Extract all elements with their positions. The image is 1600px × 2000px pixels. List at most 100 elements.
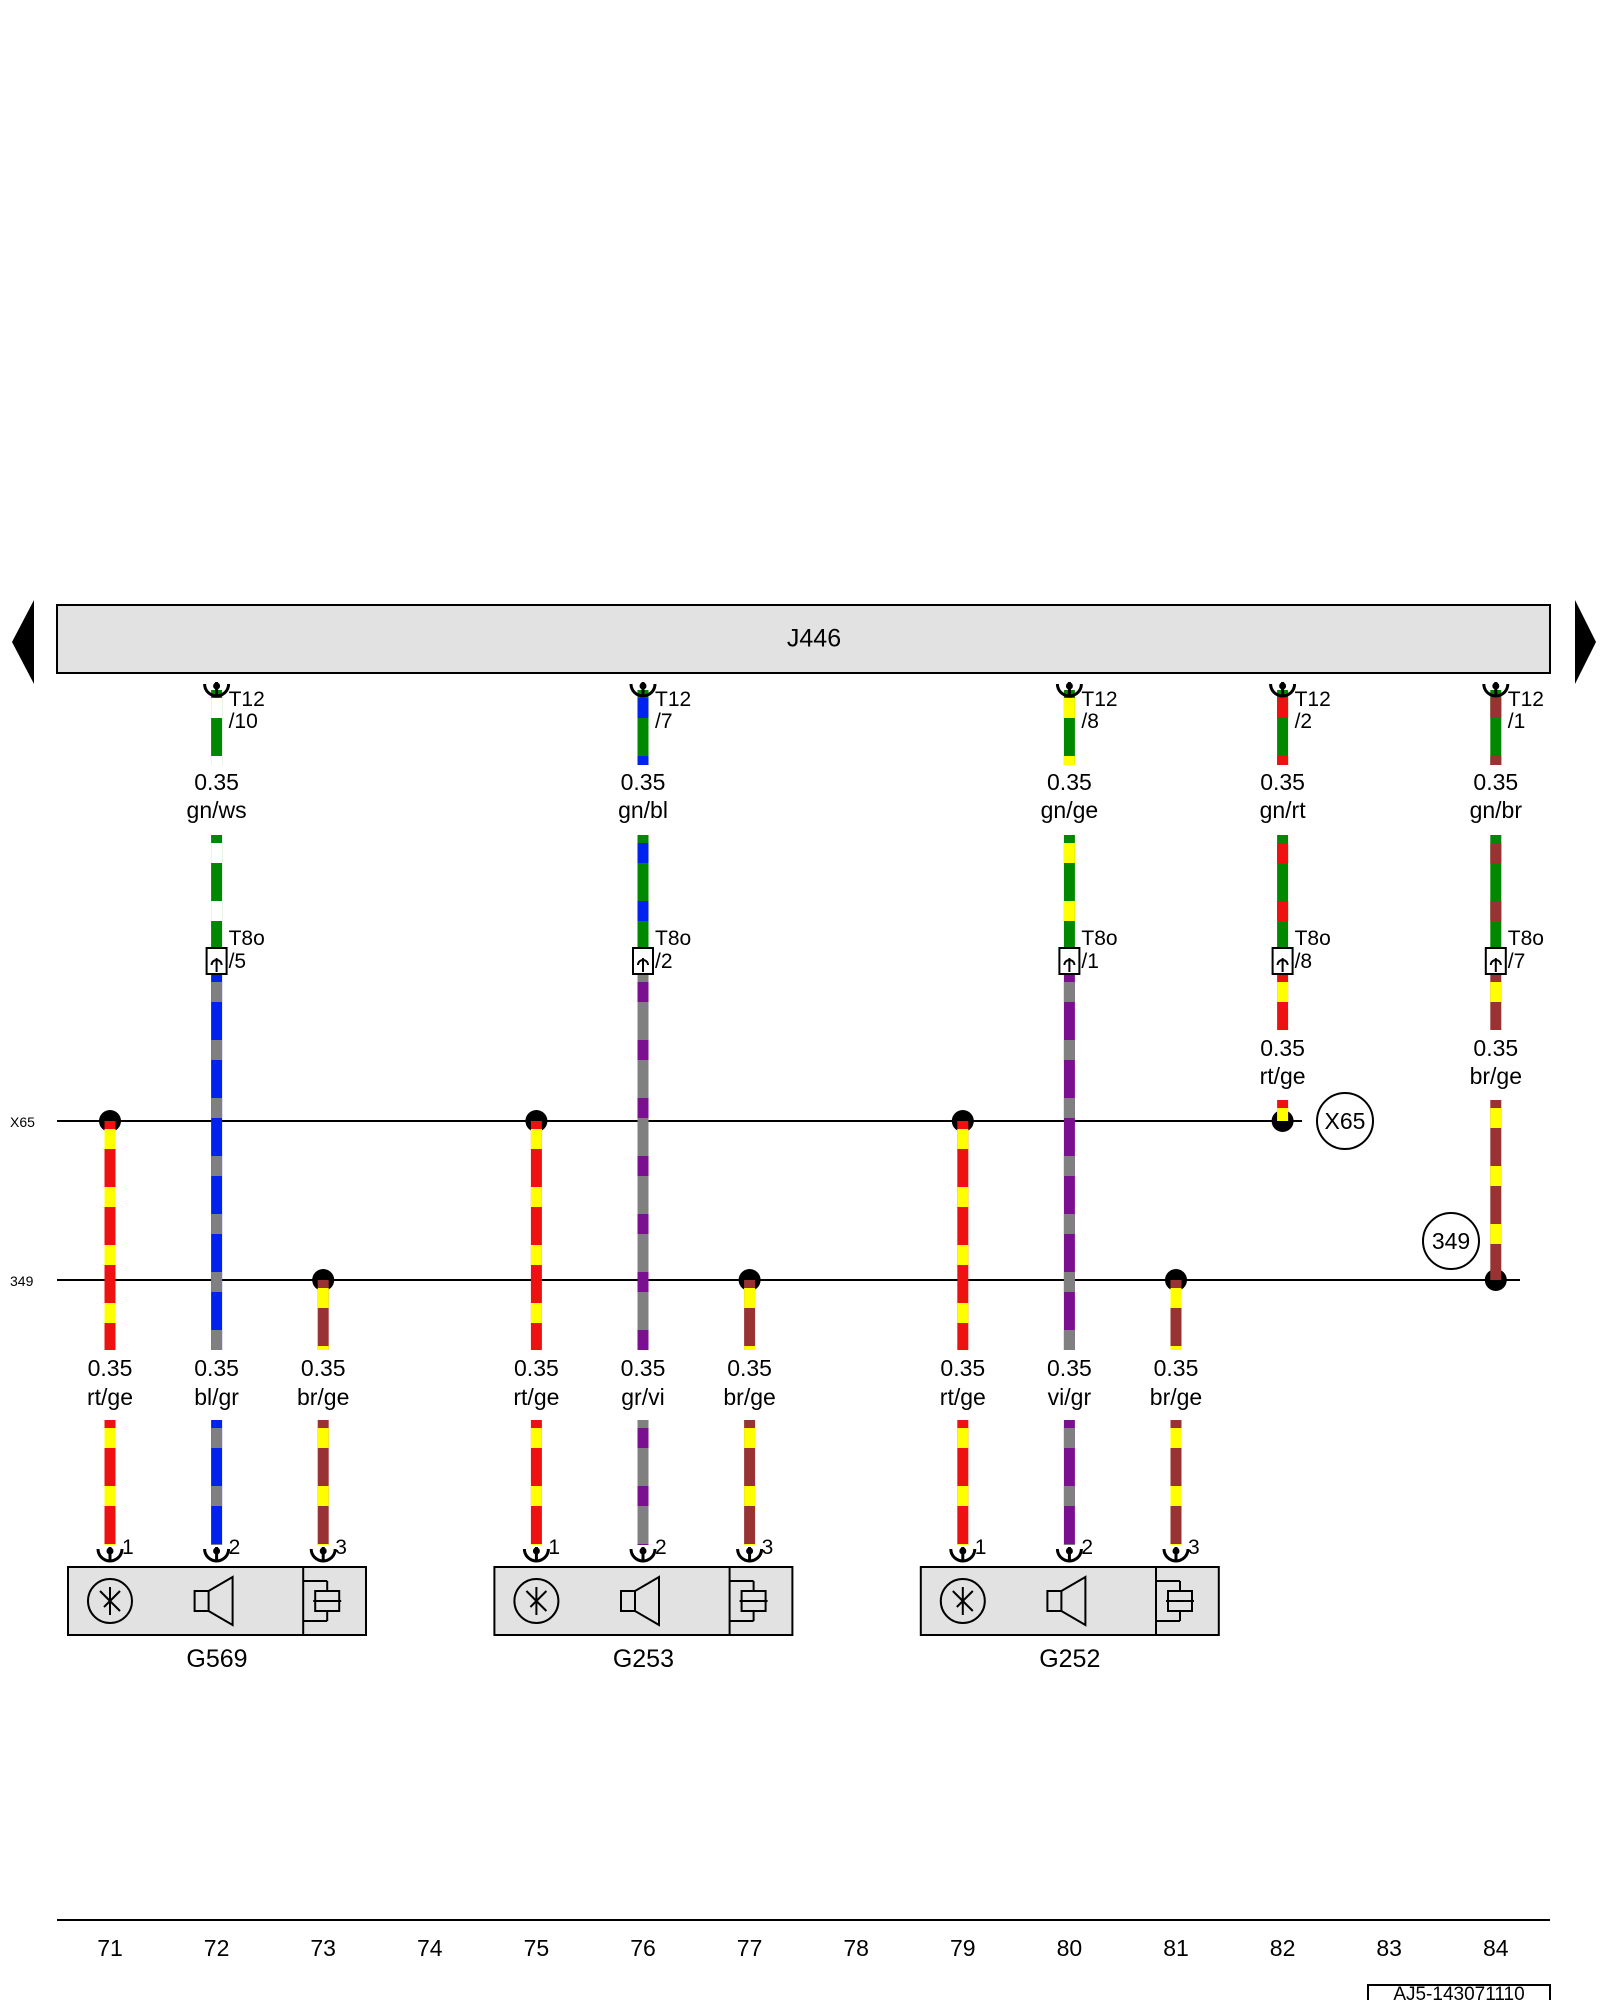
upper-wire-top-82[interactable]	[1277, 690, 1289, 765]
sensor-socket-73-pin	[319, 1547, 327, 1555]
t12-connector-76: T12	[655, 688, 691, 711]
t8o-connector-80: T8o	[1081, 927, 1117, 950]
lower-size-82: 0.35	[1260, 1035, 1305, 1061]
upper-wire-mid-82[interactable]	[1277, 835, 1289, 948]
lower-wire-82-b-stripe	[1277, 1108, 1289, 1121]
upper-wire-mid-72[interactable]	[211, 835, 223, 948]
sensor-socket-76-pin	[639, 1547, 647, 1555]
component-g253-name: G253	[613, 1645, 674, 1673]
upper-wire-top-84[interactable]	[1490, 690, 1502, 765]
b349-wire-73-stripe	[317, 1288, 329, 1308]
upper-color-72: gn/ws	[187, 797, 247, 823]
reference-number: AJ5-143071110	[1393, 1984, 1524, 2000]
sensor-wire-76-stripe	[637, 1428, 649, 1448]
column-number-74: 74	[417, 1935, 443, 1961]
socket-t12-82-pin	[1279, 682, 1287, 690]
sensor-socket-80-pin	[1065, 1547, 1073, 1555]
sensor-wire-71[interactable]	[104, 1420, 116, 1545]
x65-circle-label: X65	[1325, 1108, 1366, 1134]
t12-pin-72: /10	[229, 710, 258, 733]
sensor-wire-73[interactable]	[317, 1420, 329, 1545]
x65-wire-79-stripe	[957, 1187, 969, 1207]
upper-size-80: 0.35	[1047, 769, 1092, 795]
sensor-wire-81-stripe	[1170, 1428, 1182, 1448]
upper-wire-top-80[interactable]	[1063, 690, 1075, 765]
sensor-element-icon-mark	[952, 1587, 974, 1615]
speaker-icon	[620, 1575, 660, 1627]
upper-wire-top-72[interactable]	[211, 690, 223, 765]
t12-connector-84: T12	[1508, 688, 1544, 711]
b349-circle[interactable]	[1422, 1212, 1480, 1270]
t8o-pin-76: /2	[655, 950, 673, 973]
b349-wire-77[interactable]	[744, 1280, 756, 1350]
x65-wire-71-stripe	[104, 1129, 116, 1149]
upper-wire-top-84-stripe	[1490, 698, 1502, 718]
sensor-color-81: br/ge	[1150, 1384, 1202, 1410]
sensor-pin-81: 3	[1188, 1536, 1200, 1559]
column-number-73: 73	[310, 1935, 336, 1961]
x65-wire-75[interactable]	[530, 1121, 542, 1350]
sensor-color-79: rt/ge	[940, 1384, 986, 1410]
module-j446-box[interactable]	[56, 604, 1551, 674]
socket-t12-80-pin	[1065, 682, 1073, 690]
t8o-connector-82: T8o	[1295, 927, 1331, 950]
sensor-wire-81-stripe	[1170, 1486, 1182, 1506]
b349-wire-73[interactable]	[317, 1280, 329, 1350]
sensor-pin-77: 3	[762, 1536, 774, 1559]
through-wire-76-stripe	[637, 1214, 649, 1234]
upper-wire-mid-76[interactable]	[637, 835, 649, 948]
through-wire-76-stripe	[637, 1156, 649, 1176]
sensor-wire-71-stripe	[104, 1544, 116, 1545]
x65-wire-79-stripe	[957, 1303, 969, 1323]
sensor-wire-77-stripe	[744, 1544, 756, 1545]
sensor-socket-81-pin	[1172, 1547, 1180, 1555]
sensor-wire-72[interactable]	[211, 1420, 223, 1545]
through-wire-72-stripe	[211, 1040, 223, 1060]
b349-wire-81-stripe	[1170, 1288, 1182, 1308]
sensor-wire-75[interactable]	[530, 1420, 542, 1545]
sensor-wire-81[interactable]	[1170, 1420, 1182, 1545]
sensor-wire-81-stripe	[1170, 1544, 1182, 1545]
sensor-size-80: 0.35	[1047, 1355, 1092, 1381]
sensor-wire-76[interactable]	[637, 1420, 649, 1545]
sensor-wire-77[interactable]	[744, 1420, 756, 1545]
sensor-pin-80: 2	[1081, 1536, 1093, 1559]
sensor-pin-75: 1	[548, 1536, 560, 1559]
upper-wire-top-84-stripe	[1490, 756, 1502, 765]
upper-wire-mid-80[interactable]	[1063, 835, 1075, 948]
column-number-78: 78	[843, 1935, 869, 1961]
x65-circle[interactable]	[1316, 1092, 1374, 1150]
upper-wire-mid-80-stripe	[1063, 901, 1075, 921]
b349-wire-81[interactable]	[1170, 1280, 1182, 1350]
lower-wire-84-stripe	[1490, 982, 1502, 1002]
upper-wire-top-80-stripe	[1063, 756, 1075, 765]
scroll-left-arrow-icon[interactable]	[12, 600, 34, 684]
t12-pin-82: /2	[1295, 710, 1313, 733]
component-g569-name: G569	[186, 1645, 247, 1673]
sensor-wire-80-stripe	[1063, 1544, 1075, 1545]
lower-wire-84-b[interactable]	[1490, 1100, 1502, 1280]
upper-wire-mid-76-stripe	[637, 843, 649, 863]
sensor-wire-73-stripe	[317, 1428, 329, 1448]
sensor-wire-79[interactable]	[957, 1420, 969, 1545]
t8o-connector-72: T8o	[229, 927, 265, 950]
sensor-wire-76-stripe	[637, 1544, 649, 1545]
socket-t12-84-pin	[1492, 682, 1500, 690]
sensor-socket-79-pin	[959, 1547, 967, 1555]
x65-wire-71-stripe	[104, 1187, 116, 1207]
x65-wire-79[interactable]	[957, 1121, 969, 1350]
sensor-color-71: rt/ge	[87, 1384, 133, 1410]
x65-wire-75-stripe	[530, 1303, 542, 1323]
sensor-socket-72-pin	[213, 1547, 221, 1555]
through-wire-80-stripe	[1063, 1040, 1075, 1060]
scroll-right-arrow-icon[interactable]	[1575, 600, 1596, 684]
sensor-wire-80[interactable]	[1063, 1420, 1075, 1545]
x65-wire-71[interactable]	[104, 1121, 116, 1350]
upper-wire-top-76[interactable]	[637, 690, 649, 765]
upper-wire-top-72-stripe	[211, 756, 223, 765]
upper-wire-mid-84[interactable]	[1490, 835, 1502, 948]
through-wire-80-stripe	[1063, 1098, 1075, 1118]
